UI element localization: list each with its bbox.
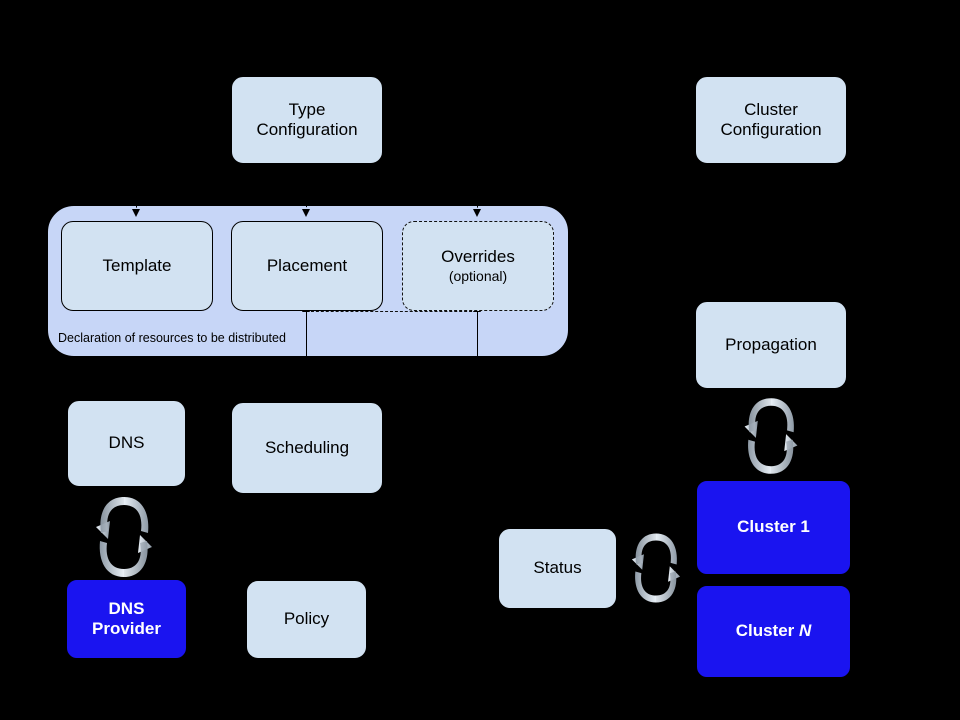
node-dns-provider[interactable]: DNS Provider xyxy=(67,580,186,658)
node-dns-label: DNS xyxy=(108,433,145,453)
connector-cluster-config-to-propagation xyxy=(771,166,772,301)
group-caption: Declaration of resources to be distribut… xyxy=(58,331,286,345)
node-status[interactable]: Status xyxy=(498,528,617,609)
node-cluster-n-prefix: Cluster xyxy=(735,621,799,641)
propagation-cluster-sync-icon xyxy=(737,394,805,483)
node-overrides-sublabel: (optional) xyxy=(448,268,508,285)
connector-type-config-to-placement xyxy=(306,165,307,212)
node-type-configuration-label: Type xyxy=(288,99,326,119)
node-status-label: Status xyxy=(533,558,582,578)
node-cluster-1-label: Cluster 1 xyxy=(737,517,810,537)
node-cluster-n[interactable]: Cluster N xyxy=(697,586,850,677)
connector-policy-to-overrides xyxy=(477,311,478,357)
node-scheduling[interactable]: Scheduling xyxy=(231,402,383,494)
node-template-label: Template xyxy=(102,255,172,275)
dns-sync-icon xyxy=(88,493,160,586)
node-type-configuration[interactable]: Type Configuration xyxy=(231,76,383,164)
node-cluster-n-label: Cluster N xyxy=(736,621,812,641)
connector-type-config-to-template xyxy=(136,196,137,212)
node-cluster-n-index: N xyxy=(799,621,812,641)
connector-placement-to-overrides-bus xyxy=(306,311,477,312)
node-placement-label: Placement xyxy=(266,255,348,275)
connector-type-config-to-overrides xyxy=(477,196,478,212)
node-scheduling-label: Scheduling xyxy=(264,437,350,457)
node-type-configuration-sublabel: Configuration xyxy=(256,120,358,139)
node-overrides[interactable]: Overrides (optional) xyxy=(402,221,554,311)
node-placement[interactable]: Placement xyxy=(231,221,383,311)
node-overrides-label: Overrides xyxy=(441,247,515,267)
node-cluster-configuration[interactable]: Cluster Configuration xyxy=(695,76,847,164)
connector-scheduling-to-placement xyxy=(306,311,307,357)
node-policy[interactable]: Policy xyxy=(246,580,367,659)
arrowhead-template-in xyxy=(131,209,140,217)
node-dns-provider-label: DNS xyxy=(108,598,145,618)
node-cluster-configuration-sublabel: Configuration xyxy=(720,120,822,139)
node-propagation-label: Propagation xyxy=(725,334,817,354)
arrowhead-overrides-in xyxy=(472,209,481,217)
arrowhead-placement-in xyxy=(301,209,310,217)
node-policy-label: Policy xyxy=(283,609,330,629)
node-dns-provider-sublabel: Provider xyxy=(92,619,161,638)
node-template[interactable]: Template xyxy=(61,221,213,311)
node-dns[interactable]: DNS xyxy=(67,400,186,487)
node-cluster-configuration-label: Cluster xyxy=(744,99,798,119)
status-cluster-sync-icon xyxy=(625,526,687,615)
node-cluster-1[interactable]: Cluster 1 xyxy=(697,481,850,574)
node-propagation[interactable]: Propagation xyxy=(695,301,847,389)
